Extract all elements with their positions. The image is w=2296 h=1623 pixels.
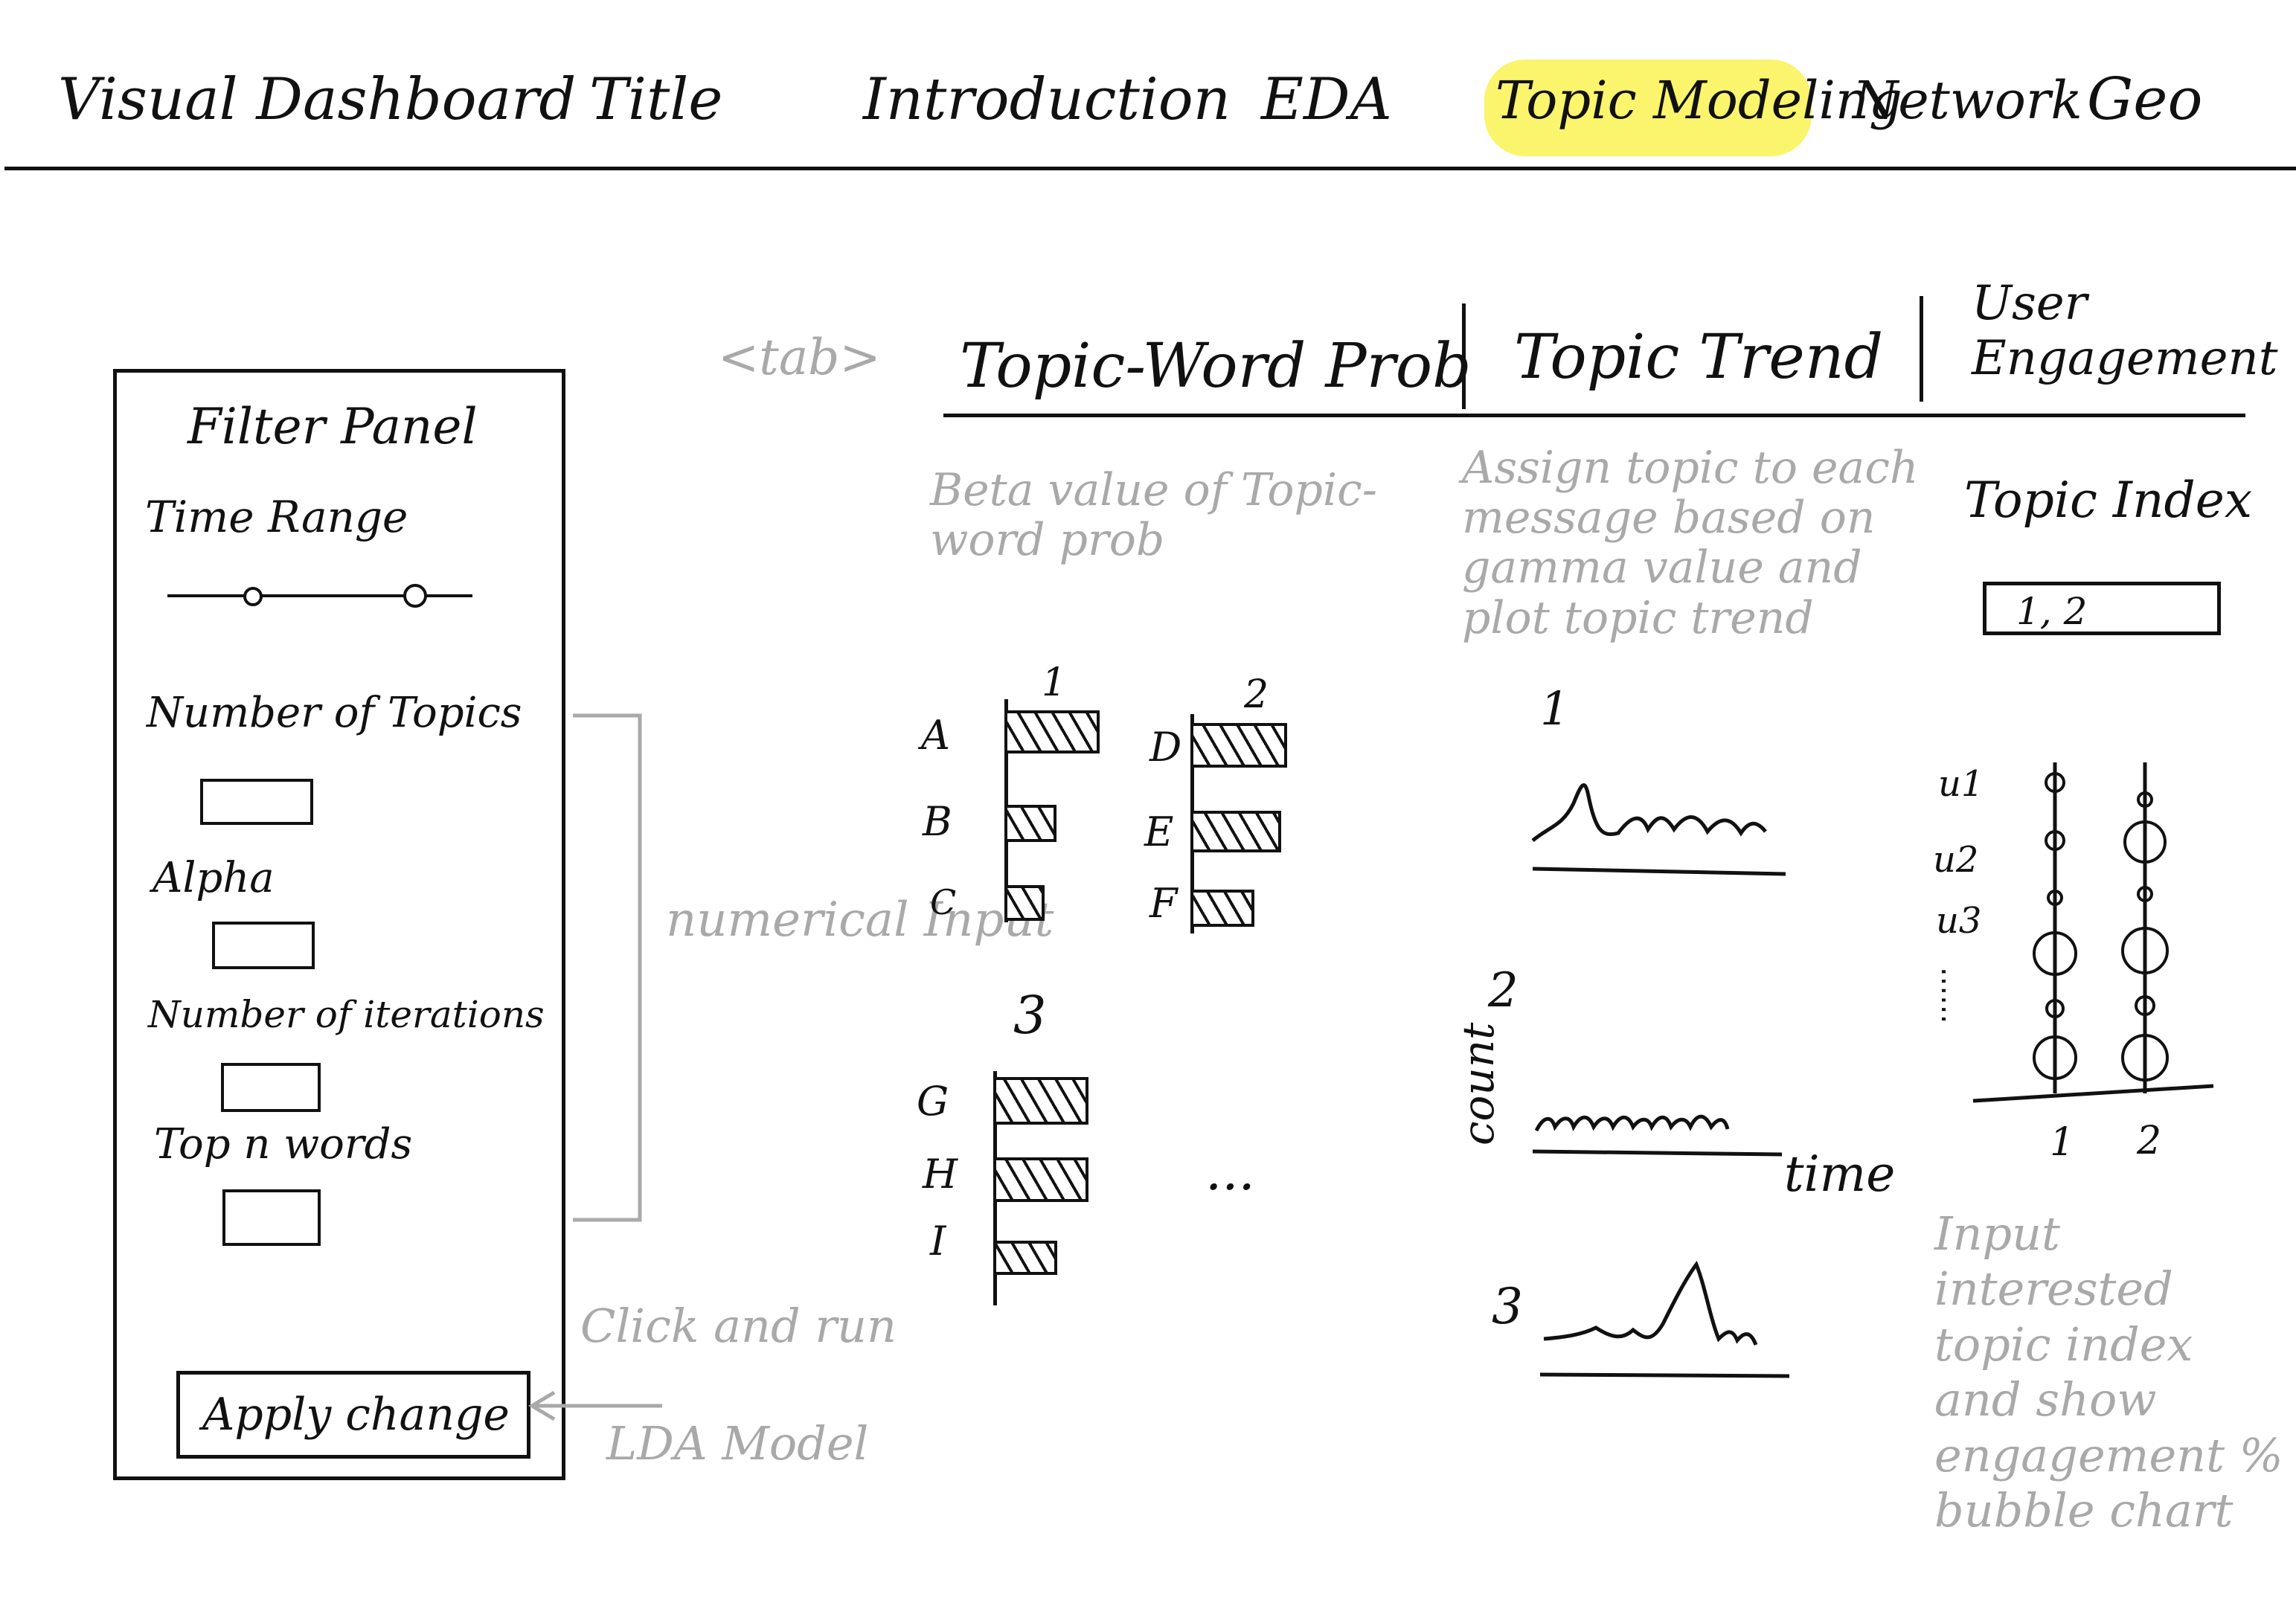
engagement-x-tick-2: 2 — [2137, 1119, 2162, 1163]
bar-topic2-d — [1190, 723, 1287, 768]
number-of-topics-input[interactable] — [200, 779, 313, 825]
topic-1-label: 1 — [1042, 661, 1067, 705]
user-u2-label: u2 — [1933, 839, 1979, 881]
tab-divider — [1462, 303, 1466, 409]
numerical-input-text: numerical Input — [666, 893, 1054, 948]
trend-x-axis-label: time — [1784, 1145, 1896, 1203]
nav-divider — [4, 167, 2296, 170]
bar-topic1-b — [1004, 805, 1056, 842]
trend-topic-3-line — [1539, 1260, 1790, 1378]
tab-topic-word-prob[interactable]: Topic-Word Prob — [960, 331, 1472, 402]
bar-topic3-g — [993, 1077, 1088, 1125]
word-i-label: I — [930, 1218, 946, 1264]
trend-topic-2-line — [1532, 1114, 1783, 1157]
apply-change-label: Apply change — [202, 1389, 510, 1441]
bar-topic3-h — [993, 1157, 1088, 1202]
topic-word-caption: Beta value of Topic-word prob — [930, 464, 1377, 567]
lda-model-annotation: LDA Model — [606, 1416, 869, 1471]
apply-change-button[interactable]: Apply change — [176, 1371, 530, 1459]
trend-topic-2-label: 2 — [1488, 963, 1519, 1018]
filter-panel-title: Filter Panel — [187, 398, 478, 455]
word-g-label: G — [917, 1078, 949, 1125]
alpha-label: Alpha — [153, 854, 275, 902]
topic-index-label: Topic Index — [1964, 472, 2253, 529]
top-n-words-label: Top n words — [154, 1120, 413, 1169]
number-of-iterations-label: Number of iterations — [148, 993, 545, 1036]
click-run-annotation: Click and run — [580, 1299, 897, 1353]
alpha-input[interactable] — [212, 922, 315, 969]
nav-item-title[interactable]: Title — [589, 66, 723, 133]
bar-topic2-e — [1190, 811, 1281, 852]
bar-topic1-a — [1004, 710, 1100, 753]
bar-topic2-f — [1190, 890, 1254, 927]
engagement-bubble-chart — [1972, 762, 2214, 1103]
number-of-iterations-input[interactable] — [221, 1063, 321, 1112]
word-e-label: E — [1144, 809, 1174, 855]
nav-item-geo[interactable]: Geo — [2087, 66, 2203, 133]
more-topics-ellipsis: ... — [1205, 1141, 1255, 1202]
user-engagement-caption: Input interested topic index and show en… — [1934, 1206, 2283, 1537]
time-range-label: Time Range — [145, 492, 408, 542]
trend-topic-3-label: 3 — [1492, 1278, 1523, 1335]
engagement-x-tick-1: 1 — [2050, 1120, 2075, 1165]
bar-topic3-i — [993, 1241, 1057, 1275]
word-h-label: H — [923, 1151, 958, 1198]
word-b-label: B — [923, 798, 952, 845]
word-c-label: C — [930, 882, 957, 922]
app-title: Visual Dashboard — [58, 66, 577, 133]
numerical-input-annotation: numerical Input — [666, 896, 1054, 944]
word-a-label: A — [921, 712, 950, 759]
topic-index-value: 1, 2 — [2016, 590, 2088, 633]
tab-topic-trend[interactable]: Topic Trend — [1514, 322, 1884, 393]
trend-topic-1-line — [1531, 783, 1786, 876]
time-range-slider-track[interactable] — [167, 594, 472, 597]
top-n-words-input[interactable] — [222, 1189, 321, 1246]
tab-underline — [943, 414, 2245, 417]
user-u1-label: u1 — [1938, 763, 1984, 805]
number-of-topics-label: Number of Topics — [147, 689, 522, 737]
nav-item-topic-modeling[interactable]: Topic Modeling — [1495, 70, 1902, 131]
topic-index-input[interactable]: 1, 2 — [1983, 582, 2221, 635]
topic-2-label: 2 — [1244, 672, 1269, 717]
trend-topic-1-label: 1 — [1540, 681, 1570, 736]
user-u3-label: u3 — [1936, 900, 1982, 942]
tab-marker: <tab> — [718, 329, 881, 386]
time-range-start-handle[interactable] — [243, 587, 263, 606]
tab-user-engagement[interactable]: User Engagement — [1972, 276, 2278, 386]
active-tab-highlight — [1484, 60, 1812, 156]
nav-item-network[interactable]: Network — [1853, 70, 2082, 131]
topic-trend-caption: Assign topic to each message based on ga… — [1462, 442, 1919, 644]
word-f-label: F — [1149, 880, 1178, 927]
filter-panel: Filter Panel Time Range Number of Topics… — [113, 369, 565, 1480]
word-d-label: D — [1149, 724, 1182, 771]
trend-y-axis-label: count — [1453, 1022, 1504, 1145]
nav-item-eda[interactable]: EDA — [1261, 66, 1392, 133]
user-more-label: ...... — [1934, 967, 1969, 1024]
time-range-end-handle[interactable] — [403, 584, 427, 608]
bar-topic1-c — [1004, 885, 1045, 921]
tab-divider — [1920, 296, 1923, 402]
nav-item-introduction[interactable]: Introduction — [863, 66, 1231, 133]
topic-3-label: 3 — [1013, 985, 1047, 1046]
